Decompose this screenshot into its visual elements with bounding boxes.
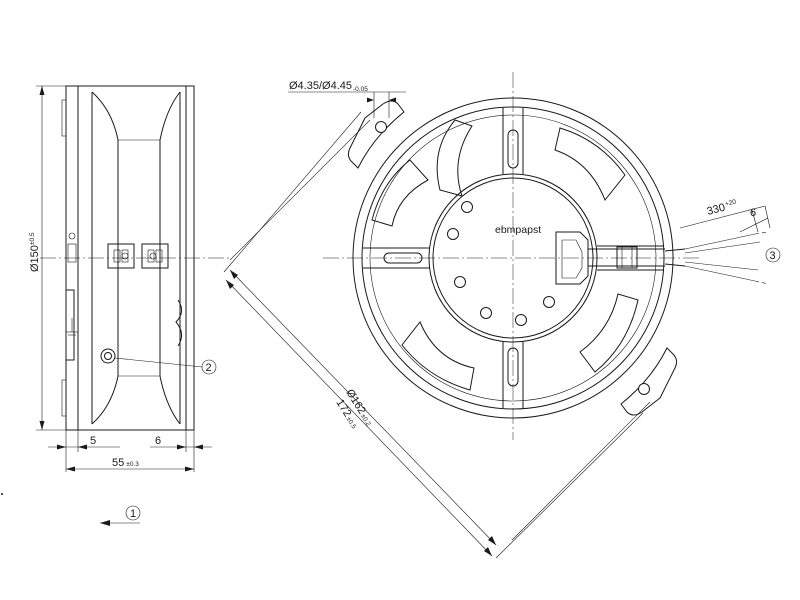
dimension-depth: 55±0.3 bbox=[66, 457, 194, 472]
callout-3: 3 bbox=[770, 250, 776, 262]
ground-symbol bbox=[66, 318, 78, 336]
dimension-diagonal: Ø162±0.2 172±0.5 bbox=[223, 111, 651, 559]
callout-2: 2 bbox=[206, 362, 212, 374]
earth-screw bbox=[100, 348, 116, 364]
svg-text:Ø4.35/Ø4.45-0.05: Ø4.35/Ø4.45-0.05 bbox=[289, 80, 368, 93]
cable-connector bbox=[555, 231, 769, 285]
airflow-direction-arrow: 1 bbox=[100, 505, 141, 526]
flange-corner-tl bbox=[347, 100, 405, 169]
fan-blades bbox=[371, 119, 639, 391]
lead-length-label: 330 bbox=[706, 202, 727, 218]
dimension-hole: Ø4.35/Ø4.45-0.05 bbox=[288, 80, 406, 118]
dimension-lead: 330+20 6 3 bbox=[679, 198, 781, 263]
svg-text:55±0.3: 55±0.3 bbox=[112, 457, 139, 469]
hub-holes bbox=[447, 201, 555, 326]
height-label: Ø150 bbox=[29, 245, 41, 272]
hole-tolerance: -0.05 bbox=[353, 86, 368, 93]
dimension-height: Ø150±0.5 bbox=[29, 85, 66, 431]
svg-text:Ø150±0.5: Ø150±0.5 bbox=[29, 232, 41, 272]
callout-1: 1 bbox=[130, 508, 136, 520]
lead-length-tolerance: +20 bbox=[724, 198, 737, 208]
terminal-block bbox=[107, 243, 169, 269]
flange-corner-br bbox=[620, 347, 678, 416]
strip-length-label: 6 bbox=[750, 207, 756, 219]
hole-label: Ø4.35/Ø4.45 bbox=[289, 80, 352, 92]
dimension-gaps: 5 6 bbox=[48, 430, 212, 472]
gap-right-label: 6 bbox=[155, 435, 161, 447]
front-view: ebmpapst bbox=[323, 72, 769, 440]
depth-label: 55 bbox=[112, 457, 124, 469]
brand-logo-text: ebmpapst bbox=[495, 224, 541, 236]
height-tolerance: ±0.5 bbox=[29, 232, 36, 245]
callout-2-bubble: 2 bbox=[201, 359, 217, 375]
flange-diagonal-tolerance: ±0.5 bbox=[345, 416, 358, 431]
svg-text:330+20: 330+20 bbox=[706, 198, 739, 218]
depth-tolerance: ±0.3 bbox=[126, 461, 139, 468]
gap-left-label: 5 bbox=[90, 435, 96, 447]
side-view: Ø150±0.5 5 6 55±0.3 bbox=[1, 85, 230, 526]
